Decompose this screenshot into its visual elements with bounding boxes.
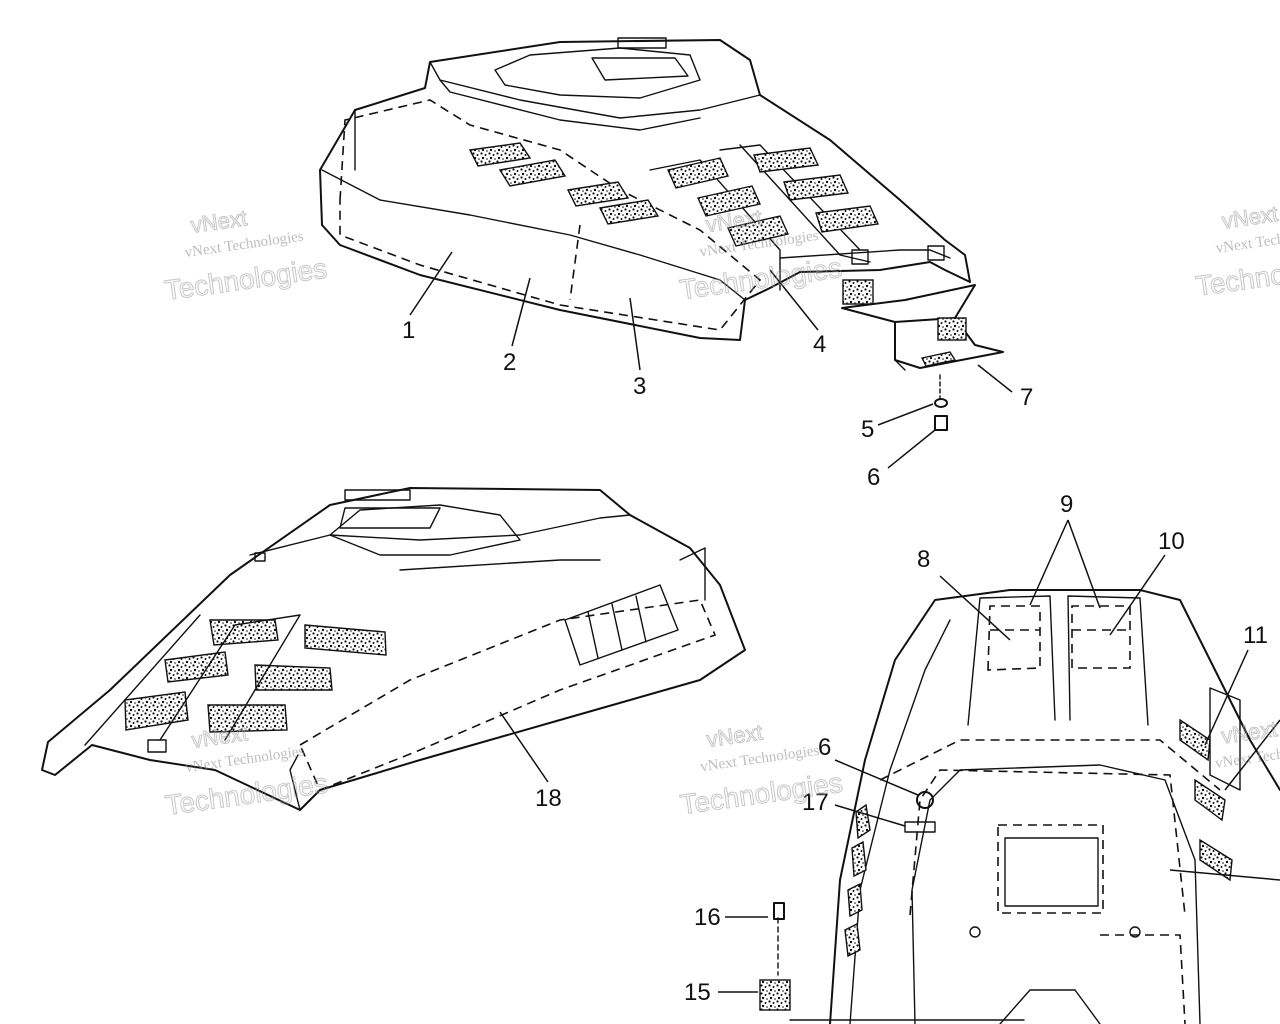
callout-2: 2 [503, 349, 516, 376]
callout-17: 17 [802, 789, 829, 816]
callout-6b: 6 [818, 734, 831, 761]
callout-3: 3 [633, 373, 646, 400]
callout-10: 10 [1158, 528, 1185, 555]
callout-4: 4 [813, 331, 826, 358]
callout-9: 9 [1060, 491, 1073, 518]
lower-right-leaders [718, 519, 1280, 993]
svg-text:Technologies: Technologies [1194, 248, 1280, 301]
callout-15: 15 [684, 979, 711, 1006]
svg-text:vNext: vNext [1220, 201, 1279, 234]
hood-left-assembly [41, 487, 746, 811]
bracket-part-7 [841, 284, 1004, 371]
watermark-2: vNext vNext Technologies Technologies [677, 204, 844, 306]
top-leaders [409, 251, 1013, 393]
svg-text:vNext: vNext [1220, 716, 1279, 749]
svg-text:vNext: vNext [190, 720, 249, 753]
callout-5: 5 [861, 416, 874, 443]
callout-16: 16 [694, 904, 721, 931]
hood-top-assembly [319, 37, 971, 341]
svg-text:vNext: vNext [705, 720, 764, 753]
svg-text:vNext: vNext [189, 205, 248, 238]
callout-11: 11 [1243, 622, 1268, 649]
hardware-washer-screw [877, 374, 948, 469]
callout-8: 8 [917, 546, 930, 573]
callout-7: 7 [1020, 384, 1033, 411]
callout-18: 18 [535, 785, 562, 812]
hood-underside-assembly [759, 589, 1280, 1024]
watermark-1: vNext vNext Technologies Technologies [162, 205, 329, 307]
callout-1: 1 [402, 317, 415, 344]
callout-labels: 1 2 3 4 5 6 7 6 8 9 10 11 15 16 17 18 [402, 317, 1268, 1006]
leader-18 [499, 711, 549, 783]
watermark-3: vNext vNext Technologies Technologies [1193, 200, 1280, 302]
callout-6a: 6 [867, 464, 880, 491]
watermark-6: vNext vNext Technologies [1214, 716, 1280, 772]
